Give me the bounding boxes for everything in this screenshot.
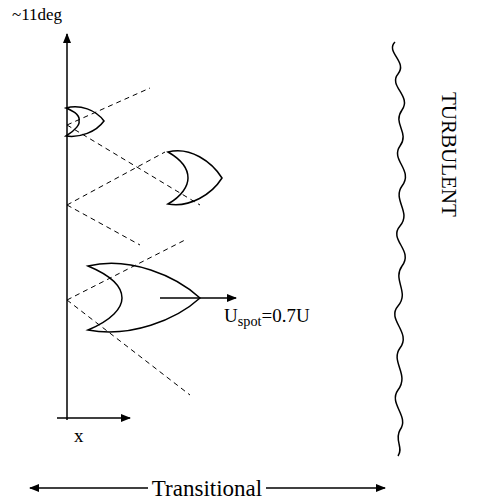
x-axis-arrow [57, 417, 130, 419]
region-label: Transitional [148, 477, 266, 500]
angle-label: ~11deg [12, 6, 62, 23]
velocity-arrow [160, 297, 236, 299]
spreading-lines [67, 88, 200, 395]
wall-line [66, 34, 68, 420]
region-label: TURBULENT [438, 92, 459, 217]
turbulent-front [392, 42, 405, 456]
axis-label: x [74, 426, 84, 445]
velocity-label: Uspot=0.7U [224, 306, 310, 329]
